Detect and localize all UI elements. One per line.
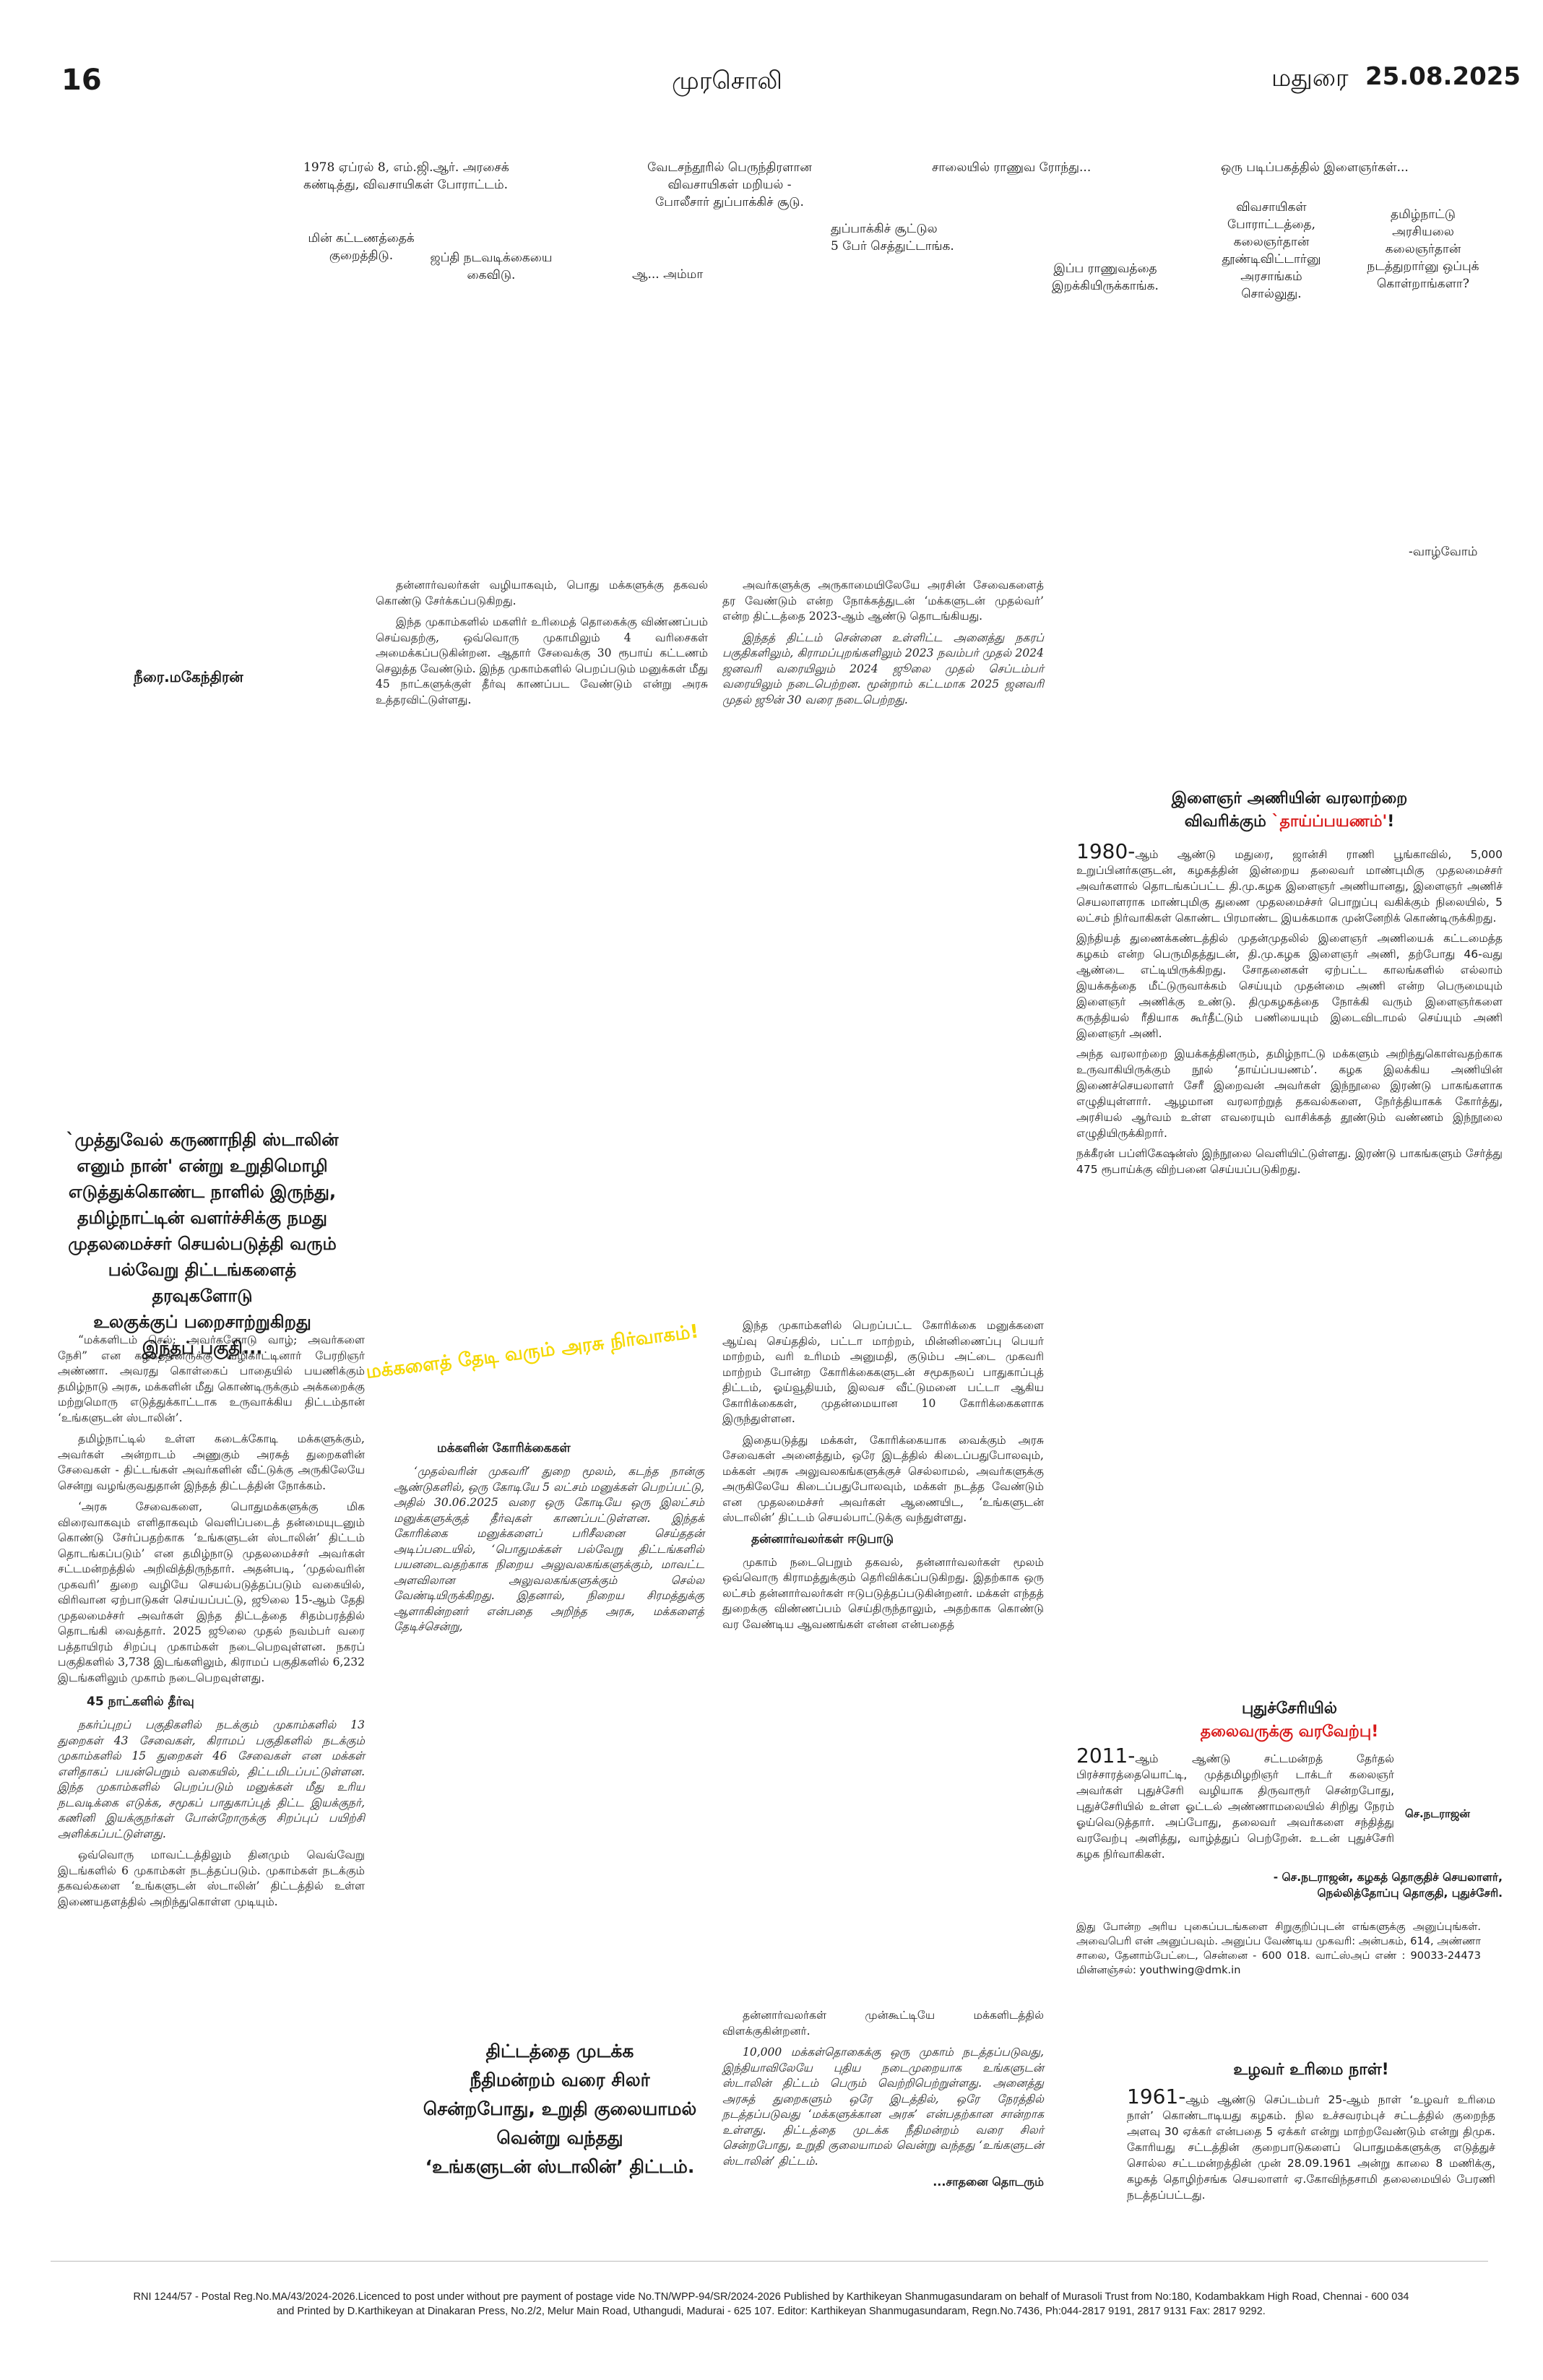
comic-caption: தமிழ்நாட்டு அரசியலை கலைஞர்தான் நடத்துறார… (1367, 207, 1479, 291)
paragraph: “மக்களிடம் செல்; அவர்களோடு வாழ்; அவர்களை… (58, 1333, 365, 1424)
paragraph: இதையடுத்து மக்கள், கோரிக்கையாக வைக்கும் … (722, 1433, 1044, 1525)
comic-caption: ஒரு படிப்பகத்தில் இளைஞர்கள்... (1221, 160, 1409, 175)
article-byline: நீரை.மகேந்திரன் (134, 668, 243, 685)
article-column-1: “மக்களிடம் செல்; அவர்களோடு வாழ்; அவர்களை… (58, 1333, 365, 1916)
paragraph: ‘அரசு சேவைகளை, பொதுமக்களுக்கு மிக விரைவா… (58, 1500, 365, 1684)
paragraph: ‘முதல்வரின் முகவரி’ துறை மூலம், கடந்த நா… (394, 1465, 704, 1633)
article-pullquote-2: திட்டத்தை முடக்க நீதிமன்றம் வரை சிலர் செ… (423, 2041, 697, 2177)
subheading: மக்களின் கோரிக்கைகள் (437, 1441, 571, 1455)
subheading: தன்னார்வலர்கள் ஈடுபாடு (751, 1531, 894, 1546)
paragraph: 10,000 மக்கள்தொகைக்கு ஒரு முகாம் நடத்தப்… (722, 2046, 1044, 2168)
article-column-2-mid: மக்களின் கோரிக்கைகள் ‘முதல்வரின் முகவரி’… (394, 1441, 704, 1641)
sidebar-body: 2011-ஆம் ஆண்டு சட்டமன்றத் தேர்தல் பிரச்ச… (1076, 1744, 1503, 1977)
continued-label: ...சாதனை தொடரும் (933, 2175, 1044, 2189)
sidebar-body: 1980-ஆம் ஆண்டு மதுரை, ஜான்சி ராணி பூங்கா… (1076, 839, 1503, 1177)
paragraph: தமிழ்நாட்டில் உள்ள கடைக்கோடி மக்களுக்கும… (58, 1432, 365, 1492)
paragraph: அவர்களுக்கு அருகாமையிலேயே அரசின் சேவைகளை… (722, 579, 1044, 623)
page-number: 16 (61, 64, 102, 97)
sidebar-body: 1961-ஆம் ஆண்டு செப்டம்பர் 25-ஆம் நாள் ‘உ… (1127, 2085, 1495, 2202)
sidebar-title: இளைஞர் அணியின் வரலாற்றை விவரிக்கும் `தாய… (1171, 789, 1408, 831)
footer-divider (51, 2261, 1488, 2262)
sidebar-farmers-day: உழவர் உரிமை நாள்! 1961-ஆம் ஆண்டு செப்டம்… (1127, 2059, 1495, 2203)
edition-date: 25.08.2025 (1365, 62, 1521, 91)
article-column-3-bottom: தன்னார்வலர்கள் முன்கூட்டியே மக்களிடத்தில… (722, 2008, 1044, 2190)
article-column-3-mid: இந்த முகாம்களில் பெறப்பட்ட கோரிக்கை மனுக… (722, 1318, 1044, 1638)
paragraph: நகர்ப்புறப் பகுதிகளில் நடக்கும் முகாம்கள… (58, 1718, 365, 1840)
comic-signoff: -வாழ்வோம் (1409, 545, 1478, 559)
paragraph: முகாம் நடைபெறும் தகவல், தன்னார்வலர்கள் ம… (722, 1555, 1044, 1631)
comic-caption: ஜப்தி நடவடிக்கையை கைவிடு. (430, 251, 553, 282)
imprint-footer: RNI 1244/57 - Postal Reg.No.MA/43/2024-2… (133, 2291, 1409, 2317)
sidebar-puducherry: புதுச்சேரியில் தலைவருக்கு வரவேற்பு! 2011… (1076, 1697, 1503, 1978)
subheading: 45 நாட்களில் தீர்வு (87, 1695, 194, 1709)
sidebar-title: உழவர் உரிமை நாள்! (1233, 2061, 1389, 2079)
comic-caption: விவசாயிகள் போராட்டத்தை, கலைஞர்தான் தூண்ட… (1222, 200, 1321, 301)
comic-caption: வேடசந்தூரில் பெருந்திரளான விவசாயிகள் மறி… (647, 160, 812, 209)
sidebar-youth-wing: இளைஞர் அணியின் வரலாற்றை விவரிக்கும் `தாய… (1076, 787, 1503, 1182)
article-pullquote: `முத்துவேல் கருணாநிதி ஸ்டாலின் எனும் நான… (66, 1130, 339, 1358)
comic-caption: சாலையில் ராணுவ ரோந்து... (932, 160, 1092, 175)
paragraph: ஒவ்வொரு மாவட்டத்திலும் தினமும் வெவ்வேறு … (58, 1848, 365, 1908)
article-column-3-top: அவர்களுக்கு அருகாமையிலேயே அரசின் சேவைகளை… (722, 578, 1044, 714)
paragraph: இந்தத் திட்டம் சென்னை உள்ளிட்ட அனைத்து ந… (722, 631, 1044, 706)
comic-caption: துப்பாக்கிச் சூட்டுல 5 பேர் செத்துட்டாங்… (831, 222, 954, 254)
comic-caption: ஆ... அம்மா (632, 267, 704, 282)
paragraph: இந்த முகாம்களில் மகளிர் உரிமைத் தொகைக்கு… (376, 615, 708, 706)
comic-caption: 1978 ஏப்ரல் 8, எம்.ஜி.ஆர். அரசைக் கண்டித… (303, 160, 509, 192)
sidebar-title: புதுச்சேரியில் தலைவருக்கு வரவேற்பு! (1200, 1700, 1379, 1741)
article-column-2-top: தன்னார்வலர்கள் வழியாகவும், பொது மக்களுக்… (376, 578, 708, 714)
article-rotated-title: மக்களைத் தேடி வரும் அரசு நிர்வாகம்! (365, 1320, 700, 1383)
paragraph: இந்த முகாம்களில் பெறப்பட்ட கோரிக்கை மனுக… (722, 1319, 1044, 1425)
sidebar-appeal: இது போன்ற அரிய புகைப்படங்களை சிறுகுறிப்ப… (1076, 1921, 1481, 1976)
comic-caption: மின் கட்டணத்தைக் குறைத்திடு. (308, 231, 415, 263)
comic-caption: இப்ப ராணுவத்தை இறக்கியிருக்காங்க. (1052, 261, 1159, 293)
paragraph: தன்னார்வலர்கள் முன்கூட்டியே மக்களிடத்தில… (722, 2009, 1044, 2038)
sidebar-signature: - செ.நடராஜன், கழகத் தொகுதிச் செயலாளர், ந… (1273, 1871, 1503, 1900)
newspaper-name: முரசொலி (672, 66, 782, 95)
edition-city: மதுரை (1271, 64, 1349, 92)
paragraph: தன்னார்வலர்கள் வழியாகவும், பொது மக்களுக்… (376, 579, 708, 607)
photo-caption: செ.நடராஜன் (1405, 1807, 1470, 1820)
